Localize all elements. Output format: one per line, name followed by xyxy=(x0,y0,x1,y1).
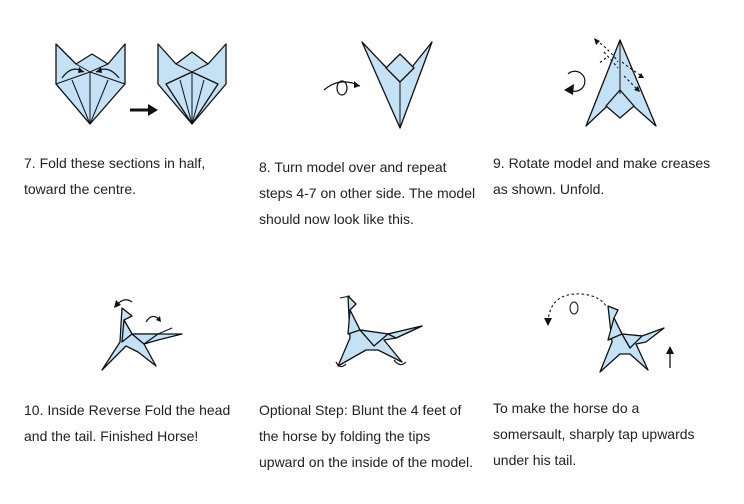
step-7-caption: 7. Fold these sections in half, toward t… xyxy=(24,150,205,202)
step-9-caption-line: 9. Rotate model and make creases xyxy=(493,155,711,171)
step-somersault-caption: To make the horse do a somersault, sharp… xyxy=(493,395,695,473)
step-10-illustration xyxy=(101,299,183,371)
rotated-model xyxy=(585,39,657,127)
step-8-caption: 8. Turn model over and repeat steps 4-7 … xyxy=(259,154,475,232)
finished-horse-model xyxy=(337,295,423,367)
step-optional-caption-line: upward on the inside of the model. xyxy=(259,454,474,470)
horse-with-unfolded-neck xyxy=(101,307,183,371)
step-9-illustration xyxy=(564,38,657,127)
partially-folded-model-left xyxy=(55,43,126,125)
step-7-illustration xyxy=(55,43,227,125)
step-optional-illustration xyxy=(335,295,423,368)
kite-shaped-model xyxy=(361,41,433,129)
step-8-caption-line: should now look like this. xyxy=(259,211,414,227)
step-somersault-illustration xyxy=(544,293,674,373)
blunt-feet-icon xyxy=(335,359,407,368)
somersault-arrow-icon xyxy=(544,293,607,326)
crease-arrows-icon xyxy=(594,38,644,92)
step-8-caption-line: steps 4-7 on other side. The model xyxy=(259,185,476,201)
step-10-caption-line: and the tail. Finished Horse! xyxy=(24,428,199,444)
step-7-caption-line: 7. Fold these sections in half, xyxy=(24,155,206,171)
step-7-caption-line: toward the centre. xyxy=(24,181,137,197)
turn-over-icon xyxy=(323,80,361,96)
fold-arrows-icon xyxy=(61,67,120,79)
step-somersault-caption-line: To make the horse do a xyxy=(493,400,640,416)
next-arrow-icon xyxy=(130,104,158,116)
step-10-caption: 10. Inside Reverse Fold the head and the… xyxy=(24,397,230,449)
step-8-caption-line: 8. Turn model over and repeat xyxy=(259,159,447,175)
step-9-caption: 9. Rotate model and make creases as show… xyxy=(493,150,710,202)
step-10-caption-line: 10. Inside Reverse Fold the head xyxy=(24,402,231,418)
finished-horse-model xyxy=(599,305,665,373)
step-optional-caption-line: Optional Step: Blunt the 4 feet of xyxy=(259,402,462,418)
rotate-icon xyxy=(564,70,586,95)
step-somersault-caption-line: under his tail. xyxy=(493,452,577,468)
step-9-caption-line: as shown. Unfold. xyxy=(493,181,605,197)
tap-up-arrow-icon xyxy=(666,346,674,368)
step-optional-caption-line: the horse by folding the tips xyxy=(259,428,431,444)
step-somersault-caption-line: somersault, sharply tap upwards xyxy=(493,426,695,442)
folded-model-right xyxy=(157,43,227,125)
step-8-illustration xyxy=(323,41,433,129)
reverse-fold-arrows-icon xyxy=(114,299,161,323)
step-optional-caption: Optional Step: Blunt the 4 feet of the h… xyxy=(259,397,473,475)
